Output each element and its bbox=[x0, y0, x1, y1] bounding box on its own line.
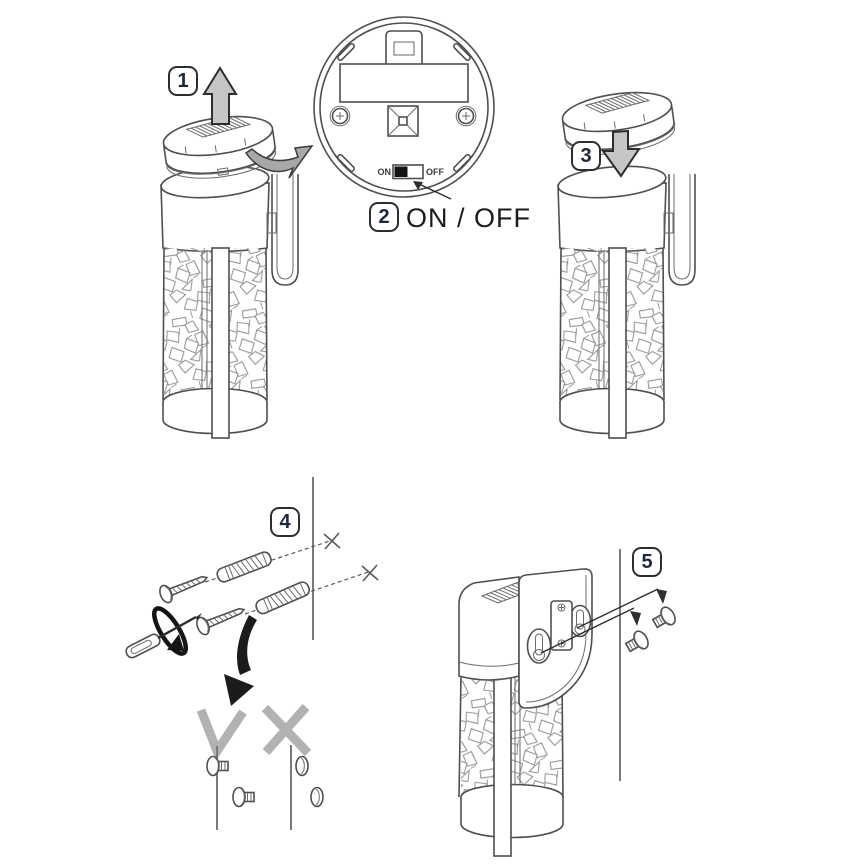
drill-mark-x-icon bbox=[323, 532, 341, 550]
keyhole-slot-icon bbox=[526, 628, 552, 664]
base-wall bbox=[460, 797, 564, 839]
screwdriver-icon bbox=[125, 606, 202, 659]
wall-screw-icon bbox=[649, 603, 679, 633]
drill-mark-x-icon bbox=[361, 564, 379, 582]
hook-tab bbox=[385, 30, 423, 64]
lantern-back-view bbox=[458, 568, 593, 857]
pole-clip-socket bbox=[387, 105, 419, 137]
phillips-screw-icon bbox=[156, 568, 211, 606]
flush-screw-icon bbox=[310, 786, 324, 808]
bracket-plate bbox=[550, 600, 573, 651]
switch-off-label: OFF bbox=[426, 167, 444, 177]
switch-pointer-arrow-icon bbox=[413, 181, 452, 200]
phillips-screw-icon bbox=[455, 105, 477, 127]
place-down-arrow-icon bbox=[601, 129, 641, 178]
wall-anchor-icon bbox=[253, 579, 312, 617]
battery-compartment-icon bbox=[339, 63, 469, 103]
switch-knob bbox=[394, 166, 408, 177]
cap-underside-detail: ON OFF bbox=[313, 16, 495, 200]
step-3-badge: 3 bbox=[571, 141, 601, 171]
lift-up-arrow-icon bbox=[202, 66, 238, 125]
step4-illustration bbox=[125, 477, 379, 706]
switch-on-label: ON bbox=[378, 167, 392, 177]
flush-screw-icon bbox=[295, 755, 309, 777]
step4-result bbox=[196, 704, 324, 830]
checkmark-icon bbox=[196, 708, 247, 761]
curved-open-arrow-icon bbox=[244, 145, 314, 179]
rim-slots bbox=[337, 43, 471, 172]
wall-screw-icon bbox=[622, 627, 652, 657]
step3-illustration bbox=[556, 85, 696, 439]
front-strut bbox=[493, 673, 512, 857]
cross-icon bbox=[261, 704, 312, 757]
on-off-step-label: ON / OFF bbox=[406, 203, 531, 233]
protruding-screw-icon bbox=[232, 786, 255, 808]
lamp-top-housing bbox=[458, 576, 520, 681]
step5-illustration bbox=[458, 549, 679, 857]
big-curved-down-arrow-icon bbox=[224, 615, 257, 706]
step-5-badge: 5 bbox=[632, 547, 662, 577]
on-off-switch-icon: ON OFF bbox=[378, 164, 444, 180]
step-1-badge: 1 bbox=[168, 66, 198, 96]
phillips-screw-icon bbox=[329, 105, 351, 127]
hang-alignment-arrows bbox=[540, 588, 667, 654]
protruding-screw-icon bbox=[206, 755, 229, 777]
step1-illustration bbox=[159, 66, 314, 439]
wall-anchor-icon bbox=[214, 549, 274, 585]
step-4-badge: 4 bbox=[270, 507, 300, 537]
step-2-badge: 2 bbox=[369, 202, 399, 232]
phillips-screw-icon bbox=[193, 600, 248, 638]
